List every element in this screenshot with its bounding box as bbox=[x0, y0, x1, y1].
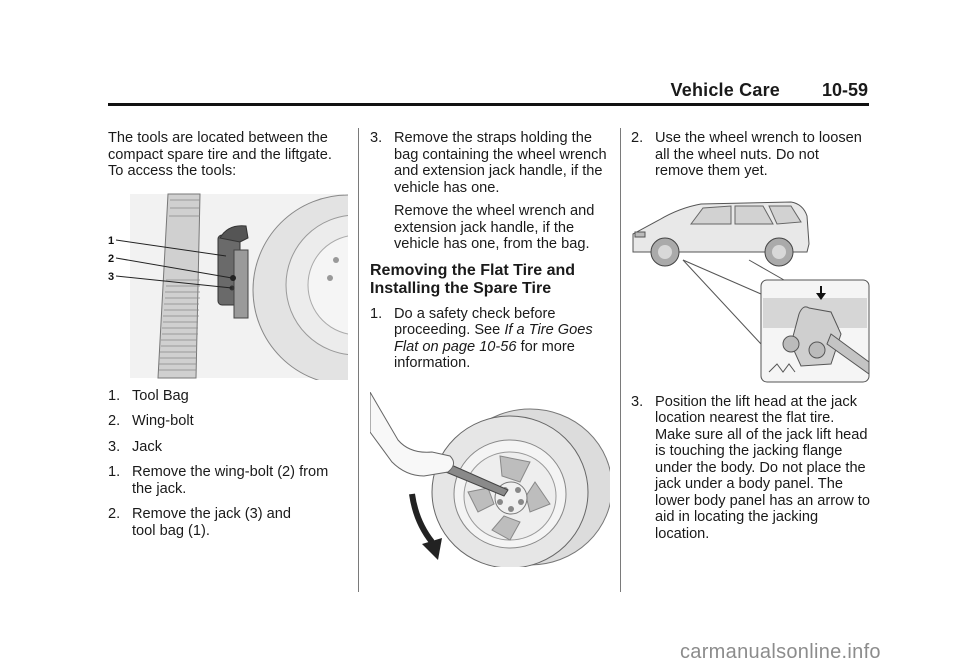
step-item: 3. Remove the straps holding the bag con… bbox=[370, 130, 607, 196]
loosen-wheel-nuts-illustration bbox=[370, 391, 610, 567]
page-number: 10-59 bbox=[821, 80, 868, 100]
legend-item: 2. Wing-bolt bbox=[108, 413, 194, 429]
step-item: 2. Use the wheel wrench to loosen all th… bbox=[631, 130, 862, 179]
header-rule bbox=[108, 103, 869, 106]
cross-reference-link[interactable]: If a Tire Goes Flat on page 10-56 bbox=[394, 322, 593, 355]
column-3: 2. Use the wheel wrench to loosen all th… bbox=[631, 130, 871, 551]
tool-location-figure: 1 2 3 bbox=[108, 190, 348, 380]
watermark: carmanualsonline.info bbox=[680, 641, 881, 663]
page-header: Vehicle Care 10-59 bbox=[108, 80, 868, 100]
callout-2: 2 bbox=[108, 253, 114, 265]
tool-bag-jack-illustration: 1 2 3 bbox=[108, 193, 348, 380]
section-title: Vehicle Care bbox=[670, 80, 780, 100]
step-item: 2. Remove the jack (3) and tool bag (1). bbox=[108, 506, 291, 539]
intro-paragraph: The tools are located between the compac… bbox=[108, 130, 332, 179]
wheel-wrench-figure bbox=[370, 391, 610, 567]
tool-removal-steps: 1. Remove the wing-bolt (2) from the jac… bbox=[108, 464, 348, 539]
column-divider bbox=[620, 128, 621, 592]
jack-position-illustration bbox=[632, 200, 870, 382]
section-heading: Removing the Flat Tire and Installing th… bbox=[370, 261, 576, 297]
callout-3: 3 bbox=[108, 271, 114, 283]
step-item: 1. Remove the wing-bolt (2) from the jac… bbox=[108, 464, 329, 497]
step-item: 3. Position the lift head at the jack lo… bbox=[631, 393, 870, 542]
legend-item: 3. Jack bbox=[108, 438, 163, 455]
jack-location-figure bbox=[631, 194, 871, 384]
legend-item: 1. Tool Bag bbox=[108, 387, 189, 404]
callout-1: 1 bbox=[108, 235, 114, 247]
step-item: 1. Do a safety check before proceeding. … bbox=[370, 305, 593, 372]
step-subparagraph: Remove the wheel wrench and extension ja… bbox=[394, 203, 595, 252]
column-2: 3. Remove the straps holding the bag con… bbox=[370, 130, 610, 567]
column-divider bbox=[358, 128, 359, 592]
column-1: The tools are located between the compac… bbox=[108, 130, 348, 548]
figure-legend: 1. Tool Bag 2. Wing-bolt 3. Jack bbox=[108, 388, 348, 456]
